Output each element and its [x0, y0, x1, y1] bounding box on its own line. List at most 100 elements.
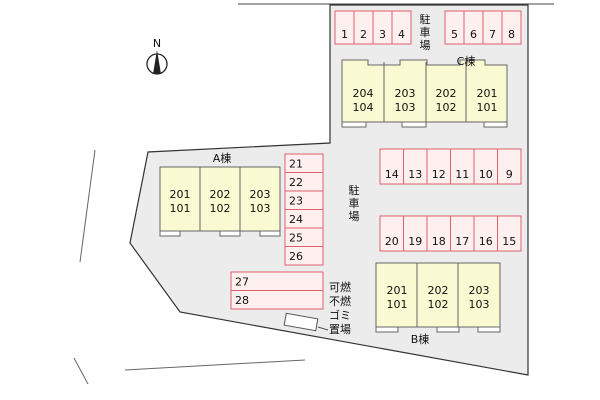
building-b-step [477, 326, 501, 333]
parking-label-char: 車 [349, 196, 360, 210]
parking-stall-number: 25 [289, 231, 303, 244]
parking-stall [230, 290, 324, 310]
garbage-pointer-line [317, 326, 329, 331]
parking-stall [501, 10, 522, 45]
unit-number: 101 [387, 298, 408, 311]
parking-stall-number: 18 [432, 235, 446, 248]
unit-number: 202 [436, 87, 457, 100]
unit-number: 102 [428, 298, 449, 311]
parking-stall-number: 2 [360, 28, 367, 41]
parking-group-row-upper: 14 13 12 11 10 9 [379, 148, 522, 185]
building-b-label: B棟 [411, 332, 430, 346]
building-b-step [436, 326, 460, 333]
parking-stall-number: 24 [289, 213, 303, 226]
parking-stall-number: 28 [235, 294, 249, 307]
parking-stall [391, 10, 412, 45]
road-line-bottom [124, 359, 306, 371]
parking-stall-number: 17 [455, 235, 469, 248]
parking-stall-number: 6 [470, 28, 477, 41]
unit-number: 201 [477, 87, 498, 100]
parking-stall-number: 12 [432, 168, 446, 181]
parking-stall-number: 27 [235, 275, 249, 288]
parking-stall-number: 14 [385, 168, 399, 181]
building-a-step [219, 230, 241, 237]
parking-group-row-lower: 20 19 18 17 16 15 [379, 215, 522, 252]
unit-number: 104 [353, 101, 374, 114]
parking-stall-number: 23 [289, 194, 303, 207]
parking-group-column: 21 22 23 24 25 26 [284, 153, 324, 266]
parking-stall-number: 4 [398, 28, 405, 41]
parking-stall [497, 148, 522, 185]
north-compass: N [146, 37, 168, 75]
building-a-step [259, 230, 281, 237]
parking-stall-number: 13 [408, 168, 422, 181]
parking-stall-number: 26 [289, 250, 303, 263]
building-a: 201 101 202 102 203 103 A棟 [159, 151, 281, 237]
building-c-step [401, 121, 427, 128]
building-b: 201 101 202 102 203 103 B棟 [375, 262, 501, 346]
unit-number: 201 [170, 188, 191, 201]
garbage-label-line: ゴミ [329, 308, 351, 322]
garbage-label-line: 可燃 [329, 280, 351, 294]
parking-stall-number: 1 [341, 28, 348, 41]
parking-label-middle: 駐車場 [349, 183, 360, 223]
parking-stall-number: 15 [502, 235, 516, 248]
unit-number: 101 [477, 101, 498, 114]
parking-stall-number: 9 [506, 168, 513, 181]
road-line-corner [73, 357, 89, 385]
parking-stall [284, 246, 324, 266]
road-line-left [79, 149, 96, 263]
parking-stall [497, 215, 522, 252]
building-b-step [375, 326, 399, 333]
parking-stall-number: 22 [289, 176, 303, 189]
building-c-step [483, 121, 508, 128]
parking-label-char: 駐 [420, 12, 431, 26]
building-a-label: A棟 [213, 151, 232, 165]
parking-label-top: 駐車場 [420, 12, 431, 52]
unit-number: 103 [395, 101, 416, 114]
building-b-body [375, 262, 501, 328]
parking-stall-number: 3 [379, 28, 386, 41]
unit-number: 201 [387, 284, 408, 297]
parking-label-char: 場 [420, 39, 431, 52]
parking-stall-number: 10 [479, 168, 493, 181]
building-a-step [159, 230, 181, 237]
building-c: 204 104 203 103 202 102 201 101 C棟 [341, 54, 508, 128]
unit-number: 202 [210, 188, 231, 201]
unit-number: 102 [210, 202, 231, 215]
garbage-area: 可燃 不燃 ゴミ 置場 [283, 280, 351, 336]
garbage-label-line: 置場 [329, 323, 351, 336]
compass-label: N [153, 37, 161, 50]
parking-label-char: 車 [420, 25, 431, 39]
unit-number: 102 [436, 101, 457, 114]
parking-stall-number: 16 [479, 235, 493, 248]
unit-number: 203 [469, 284, 490, 297]
building-c-step [341, 121, 367, 128]
parking-stall-number: 21 [289, 157, 303, 170]
parking-stall-number: 19 [408, 235, 422, 248]
unit-number: 101 [170, 202, 191, 215]
unit-number: 204 [353, 87, 374, 100]
parking-stall-number: 20 [385, 235, 399, 248]
parking-stall-number: 11 [455, 168, 469, 181]
building-a-body [159, 166, 281, 232]
garbage-label-line: 不燃 [329, 294, 351, 308]
parking-stall-number: 5 [451, 28, 458, 41]
garbage-station [283, 312, 319, 332]
parking-stall-number: 8 [508, 28, 515, 41]
north-arrow-icon [153, 50, 161, 74]
unit-number: 203 [250, 188, 271, 201]
unit-number: 103 [469, 298, 490, 311]
unit-number: 203 [395, 87, 416, 100]
building-c-label: C棟 [457, 54, 476, 68]
parking-label-char: 駐 [349, 183, 360, 197]
unit-number: 103 [250, 202, 271, 215]
unit-number: 202 [428, 284, 449, 297]
parking-label-char: 場 [349, 210, 360, 223]
parking-stall-number: 7 [489, 28, 496, 41]
